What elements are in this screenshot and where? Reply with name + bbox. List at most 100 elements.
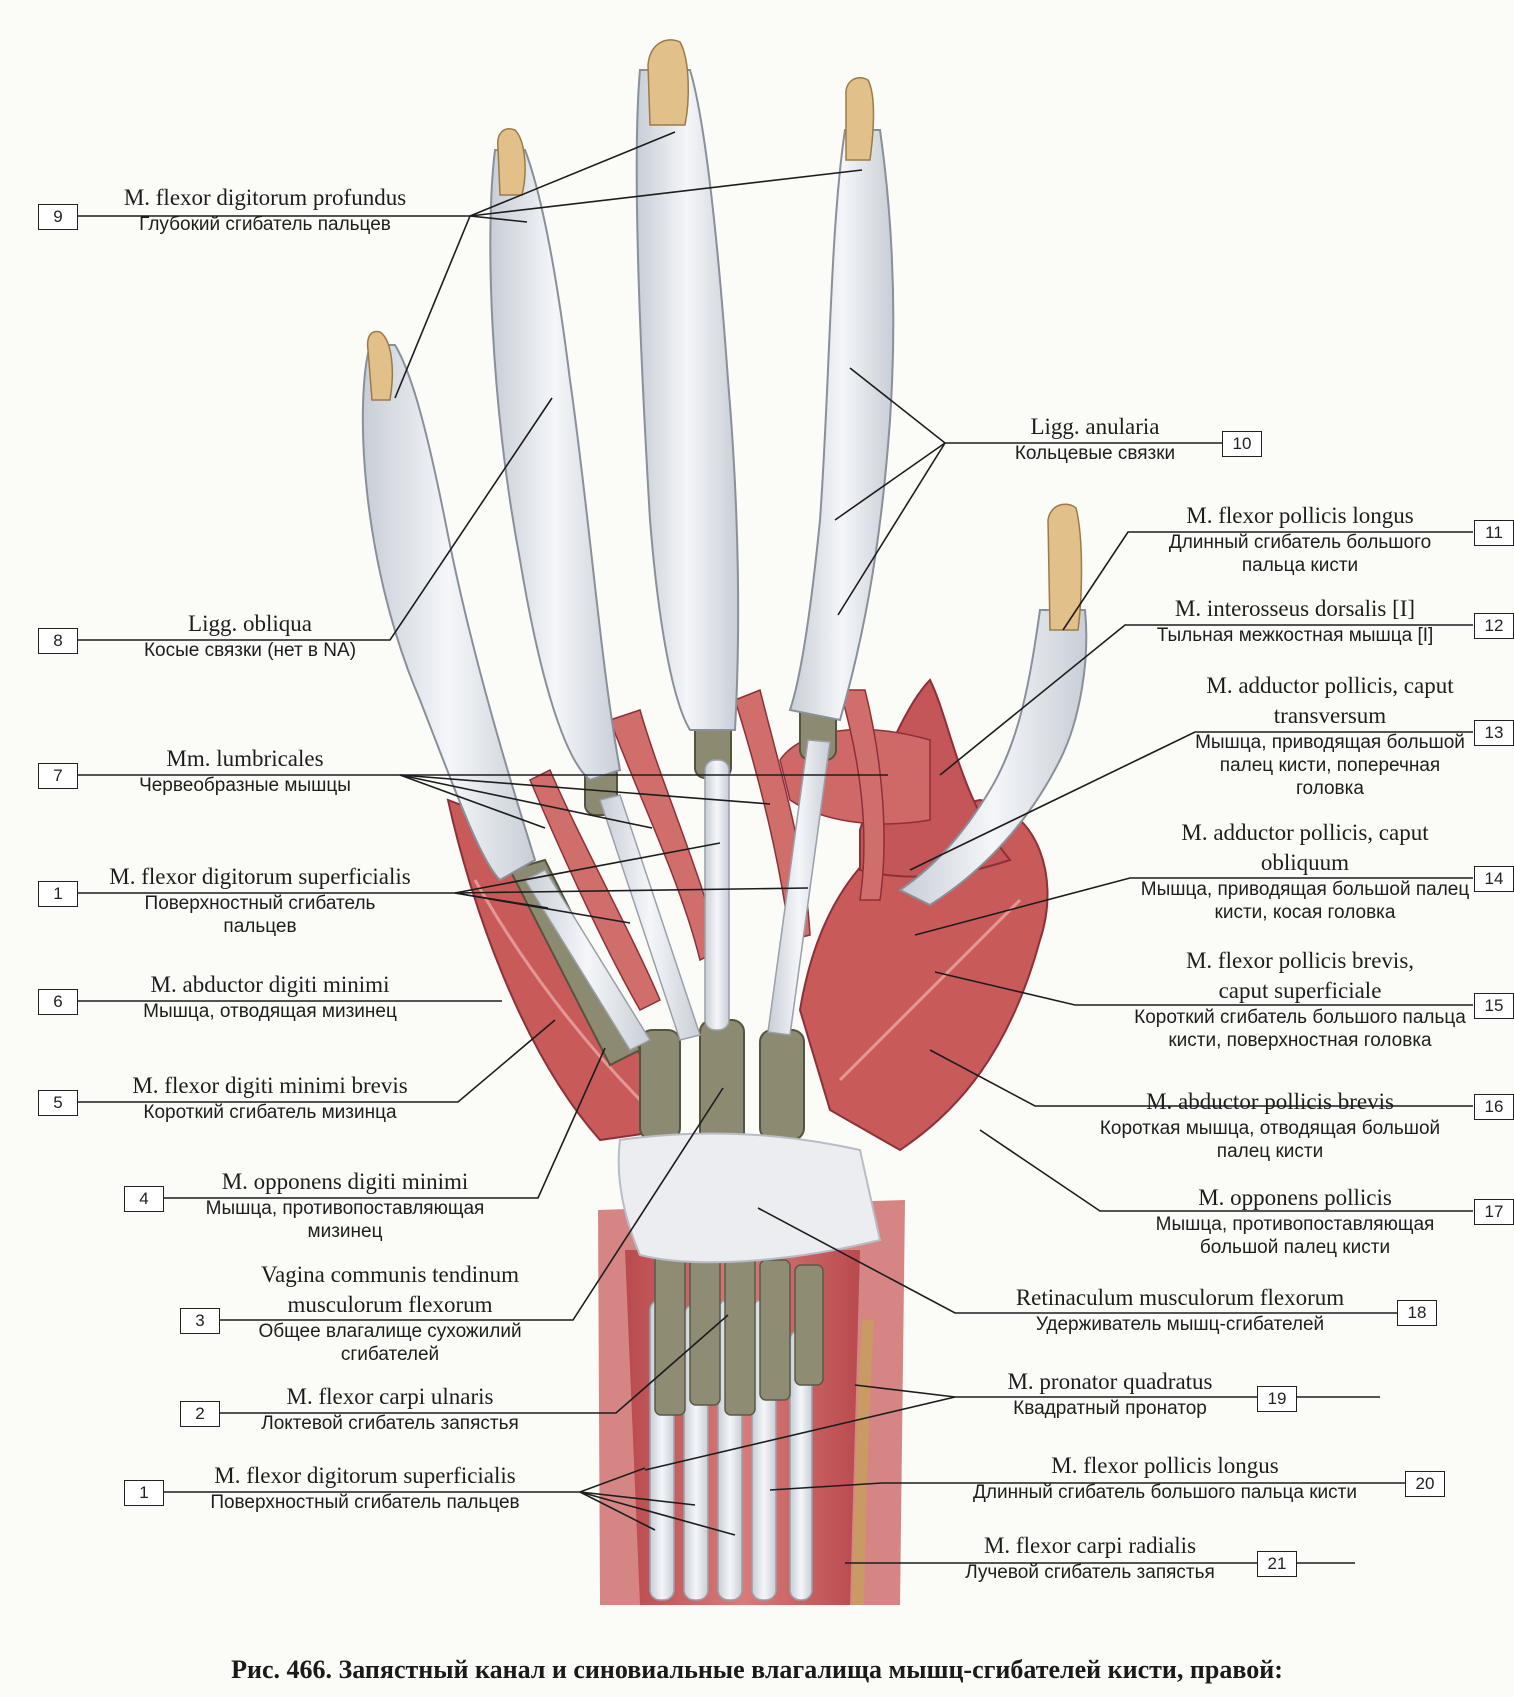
label-17: M. opponens pollicis Мышца, противопоста… [1120, 1183, 1470, 1259]
label-19-russian: Квадратный пронатор [1013, 1398, 1207, 1419]
label-2-latin: M. flexor carpi ulnaris [286, 1384, 494, 1409]
label-17-russian: Мышца, противопоставляющая большой палец… [1155, 1214, 1435, 1258]
label-number-6: 6 [38, 989, 78, 1015]
label-11: M. flexor pollicis longus Длинный сгибат… [1130, 501, 1470, 577]
finger-index [788, 76, 895, 722]
label-15-latin: M. flexor pollicis brevis, caput superfi… [1185, 948, 1415, 1003]
label-5-russian: Короткий сгибатель мизинца [143, 1102, 397, 1123]
label-16: M. abductor pollicis brevis Короткая мыш… [1070, 1087, 1470, 1163]
label-number-1: 1 [38, 881, 78, 907]
label-9: M. flexor digitorum profundus Глубокий с… [90, 183, 440, 236]
label-8-russian: Косые связки (нет в NA) [143, 640, 357, 661]
label-1-upper-russian: Поверхностный сгибатель пальцев [144, 893, 376, 937]
label-10-latin: Ligg. anularia [1030, 414, 1160, 439]
label-15-russian: Короткий сгибатель большого пальца кисти… [1134, 1007, 1466, 1051]
label-4: M. opponens digiti minimi Мышца, противо… [170, 1167, 520, 1243]
label-15: M. flexor pollicis brevis, caput superfi… [1130, 946, 1470, 1052]
label-8-latin: Ligg. obliqua [188, 611, 312, 636]
label-8: Ligg. obliqua Косые связки (нет в NA) [100, 609, 400, 662]
label-4-russian: Мышца, противопоставляющая мизинец [205, 1198, 485, 1242]
label-19: M. pronator quadratus Квадратный пронато… [960, 1367, 1260, 1420]
label-7: Mm. lumbricales Червеобразные мышцы [80, 744, 410, 797]
label-4-latin: M. opponens digiti minimi [221, 1169, 469, 1194]
label-number-16: 16 [1474, 1094, 1514, 1120]
label-2-russian: Локтевой сгибатель запястья [261, 1413, 519, 1434]
label-number-17: 17 [1474, 1199, 1514, 1225]
label-number-11: 11 [1474, 520, 1514, 546]
label-9-russian: Глубокий сгибатель пальцев [139, 214, 391, 235]
label-number-12: 12 [1474, 613, 1514, 639]
label-18: Retinaculum musculorum flexorum Удержива… [975, 1283, 1385, 1336]
label-12-russian: Тыльная межкостная мышца [I] [1156, 625, 1434, 646]
label-11-russian: Длинный сгибатель большого пальца кисти [1168, 532, 1432, 576]
radial-tendon [852, 1319, 874, 1606]
label-number-19: 19 [1257, 1386, 1297, 1412]
label-1-lower-russian: Поверхностный сгибатель пальцев [210, 1492, 520, 1513]
label-number-10: 10 [1222, 431, 1262, 457]
leader-lines [78, 131, 1473, 1564]
label-6: M. abductor digiti minimi Мышца, отводящ… [100, 970, 440, 1023]
label-number-21: 21 [1257, 1551, 1297, 1577]
label-18-russian: Удерживатель мышц-сгибателей [1035, 1314, 1325, 1335]
label-18-latin: Retinaculum musculorum flexorum [1015, 1285, 1345, 1310]
flexor-retinaculum [617, 1132, 882, 1264]
label-number-20: 20 [1405, 1471, 1445, 1497]
label-12: M. interosseus dorsalis [I] Тыльная межк… [1120, 594, 1470, 647]
label-13-russian: Мышца, приводящая большой палец кисти, п… [1195, 732, 1465, 799]
label-14-russian: Мышца, приводящая большой палец кисти, к… [1140, 879, 1470, 923]
label-number-18: 18 [1397, 1300, 1437, 1326]
palmar-tendons [523, 739, 831, 1051]
finger-middle [635, 39, 740, 731]
label-1-upper-latin: M. flexor digitorum superficialis [109, 864, 411, 889]
label-16-russian: Короткая мышца, отводящая большой палец … [1099, 1118, 1441, 1162]
label-10: Ligg. anularia Кольцевые связки [960, 412, 1230, 465]
label-1-lower: M. flexor digitorum superficialis Поверх… [170, 1461, 560, 1514]
label-6-russian: Мышца, отводящая мизинец [143, 1001, 397, 1022]
label-number-13: 13 [1474, 720, 1514, 746]
label-5: M. flexor digiti minimi brevis Короткий … [100, 1071, 440, 1124]
label-number-4: 4 [124, 1186, 164, 1212]
thumb [898, 503, 1088, 907]
label-19-latin: M. pronator quadratus [1007, 1369, 1213, 1394]
label-9-latin: M. flexor digitorum profundus [123, 185, 407, 210]
label-3: Vagina communis tendinum musculorum flex… [225, 1260, 555, 1366]
label-16-latin: M. abductor pollicis brevis [1146, 1089, 1394, 1114]
label-7-russian: Червеобразные мышцы [139, 775, 351, 796]
label-1-upper: M. flexor digitorum superficialis Поверх… [80, 862, 440, 938]
label-14: M. adductor pollicis, caput obliquum Мыш… [1140, 818, 1470, 924]
label-20-latin: M. flexor pollicis longus [1051, 1453, 1279, 1478]
label-11-latin: M. flexor pollicis longus [1186, 503, 1414, 528]
label-20: M. flexor pollicis longus Длинный сгибат… [935, 1451, 1395, 1504]
label-number-8: 8 [38, 628, 78, 654]
label-10-russian: Кольцевые связки [1014, 443, 1176, 464]
label-number-9: 9 [38, 204, 78, 230]
figure-caption: Рис. 466. Запястный канал и синовиальные… [231, 1655, 1283, 1684]
label-number-5: 5 [38, 1090, 78, 1116]
label-3-russian: Общее влагалище сухожилий сгибателей [258, 1321, 522, 1365]
label-3-latin: Vagina communis tendinum musculorum flex… [260, 1262, 520, 1317]
label-number-3: 3 [180, 1308, 220, 1334]
label-21-latin: M. flexor carpi radialis [983, 1533, 1197, 1558]
label-1-lower-latin: M. flexor digitorum superficialis [214, 1463, 516, 1488]
label-2: M. flexor carpi ulnaris Локтевой сгибате… [225, 1382, 555, 1435]
label-12-latin: M. interosseus dorsalis [I] [1174, 596, 1416, 621]
label-number-14: 14 [1474, 866, 1514, 892]
label-7-latin: Mm. lumbricales [166, 746, 324, 771]
label-20-russian: Длинный сгибатель большого пальца кисти [973, 1482, 1357, 1503]
label-14-latin: M. adductor pollicis, caput obliquum [1181, 820, 1429, 875]
label-13: M. adductor pollicis, caput transversum … [1190, 671, 1470, 800]
label-5-latin: M. flexor digiti minimi brevis [132, 1073, 408, 1098]
flexor-sheath-forearm [654, 1254, 824, 1416]
label-21-russian: Лучевой сгибатель запястья [965, 1562, 1215, 1583]
label-number-2: 2 [180, 1401, 220, 1427]
label-21: M. flexor carpi radialis Лучевой сгибате… [930, 1531, 1250, 1584]
finger-ring [489, 128, 622, 782]
finger-little [361, 330, 537, 882]
label-number-7: 7 [38, 763, 78, 789]
label-number-1b: 1 [124, 1480, 164, 1506]
label-number-15: 15 [1474, 993, 1514, 1019]
label-13-latin: M. adductor pollicis, caput transversum [1206, 673, 1454, 728]
label-17-latin: M. opponens pollicis [1198, 1185, 1392, 1210]
label-6-latin: M. abductor digiti minimi [150, 972, 390, 997]
